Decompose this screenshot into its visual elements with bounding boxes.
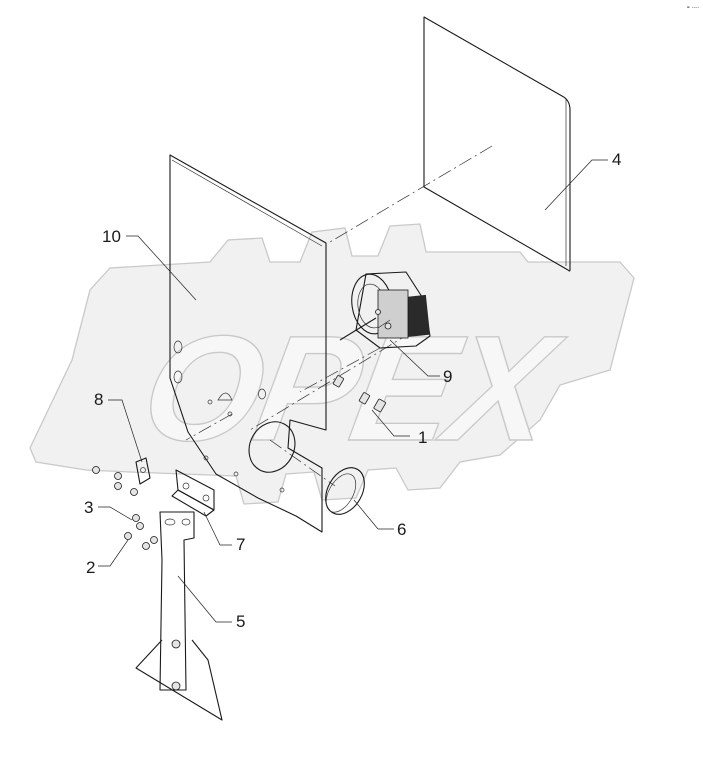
parts-2-3-nuts-washers xyxy=(92,466,158,550)
part-5-support-leg xyxy=(135,511,223,721)
callout-1: 1 xyxy=(418,428,427,447)
callout-labels: 1 2 3 4 5 6 7 8 9 10 xyxy=(84,150,621,631)
assembly-axis xyxy=(185,145,493,487)
part-7-angle-bracket xyxy=(171,469,215,517)
callout-10: 10 xyxy=(102,227,121,246)
callout-8: 8 xyxy=(94,390,103,409)
opex-watermark: OPEX xyxy=(29,223,635,505)
callout-4: 4 xyxy=(612,150,621,169)
part-1-bolts xyxy=(332,375,386,413)
part-4-glass-panel xyxy=(423,16,571,272)
callout-7: 7 xyxy=(236,535,245,554)
callout-5: 5 xyxy=(236,612,245,631)
callout-2: 2 xyxy=(86,558,95,577)
leader-lines xyxy=(98,159,608,623)
part-9-motor-unit xyxy=(339,271,431,349)
callout-6: 6 xyxy=(397,520,406,539)
part-6-round-lens xyxy=(248,421,365,515)
corner-mark: ⚭ ---- xyxy=(686,5,699,11)
callout-9: 9 xyxy=(443,367,452,386)
watermark-text: OPEX xyxy=(131,305,573,473)
callout-3: 3 xyxy=(84,498,93,517)
part-10-mounting-plate xyxy=(169,154,327,533)
part-8-small-bracket xyxy=(135,457,151,485)
